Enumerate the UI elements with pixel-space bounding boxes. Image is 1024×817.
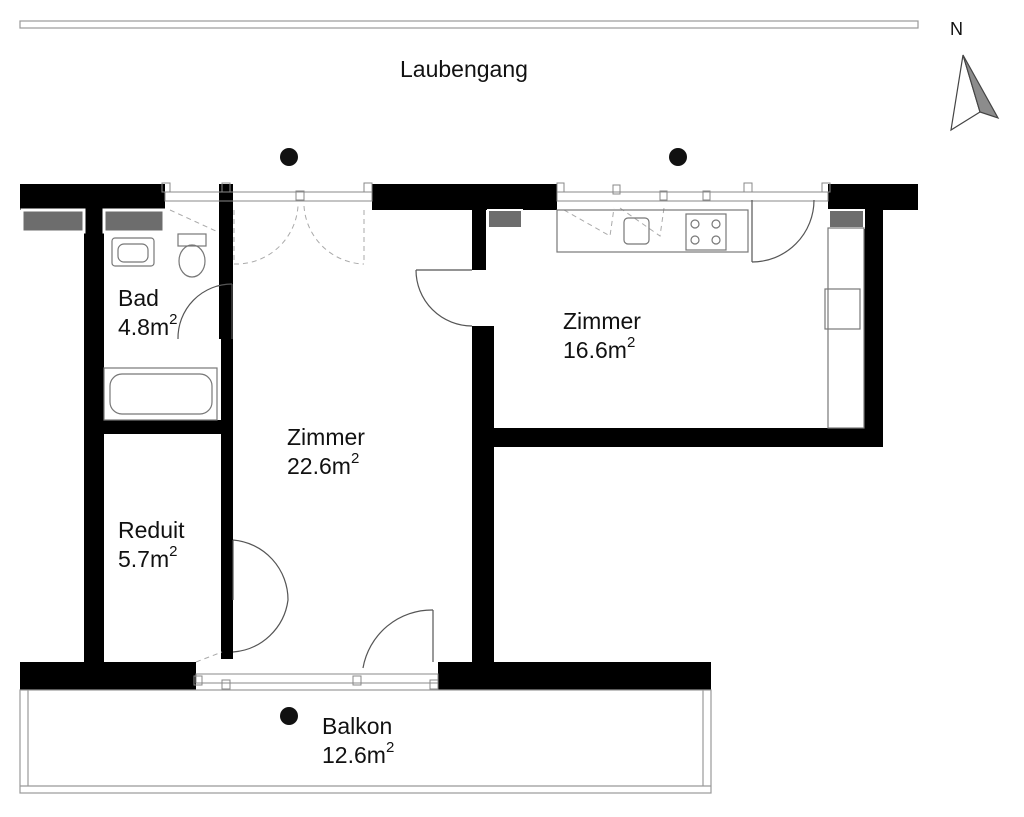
room-label-zimmer-main: Zimmer 22.6m2 [287, 424, 365, 479]
room-label-balcony: Balkon 12.6m2 [322, 713, 395, 768]
walls [20, 184, 918, 690]
north-arrow-icon [950, 54, 1000, 132]
gallery-rail [19, 20, 919, 29]
doors [177, 199, 815, 669]
balcony-rail [19, 689, 712, 794]
window-frames [161, 182, 831, 690]
window-sills [20, 208, 865, 234]
window-swings [169, 205, 665, 663]
kitchen-counter [556, 209, 749, 253]
column-dots [280, 148, 687, 725]
gallery-label: Laubengang [400, 56, 528, 82]
north-label: N [950, 19, 963, 39]
room-label-reduit: Reduit 5.7m2 [118, 517, 185, 572]
bath-fixtures [103, 233, 218, 421]
room-label-bath: Bad 4.8m2 [118, 285, 178, 340]
wardrobe [824, 227, 865, 429]
room-label-zimmer-east: Zimmer 16.6m2 [563, 308, 641, 363]
